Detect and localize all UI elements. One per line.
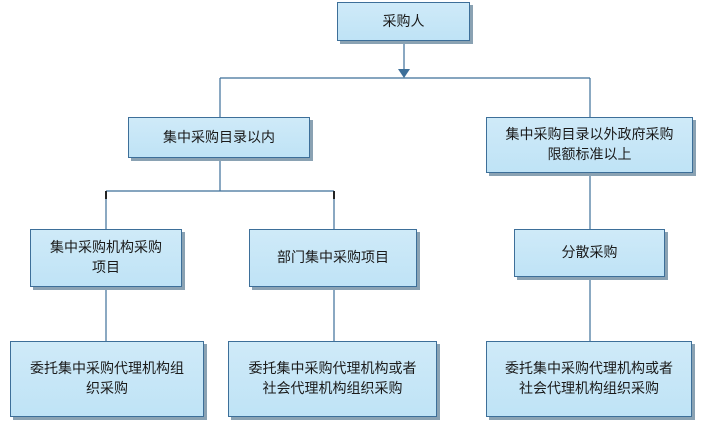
node-centralized-within-catalog: 集中采购目录以内	[128, 117, 310, 158]
node-decentralized-procurement: 分散采购	[514, 229, 665, 277]
node-entrust-centralized-agency: 委托集中采购代理机构组 织采购	[10, 341, 204, 417]
node-outside-catalog-above-threshold: 集中采购目录以外政府采购 限额标准以上	[486, 117, 693, 173]
node-entrust-agency-or-social-agency-left: 委托集中采购代理机构或者 社会代理机构组织采购	[228, 341, 437, 417]
node-departmental-centralized-project: 部门集中采购项目	[249, 229, 417, 287]
node-centralized-agency-project: 集中采购机构采购 项目	[30, 229, 182, 287]
node-entrust-agency-or-social-agency-right: 委托集中采购代理机构或者 社会代理机构组织采购	[486, 341, 692, 417]
node-root: 采购人	[337, 2, 470, 41]
arrowhead-root	[398, 69, 410, 78]
